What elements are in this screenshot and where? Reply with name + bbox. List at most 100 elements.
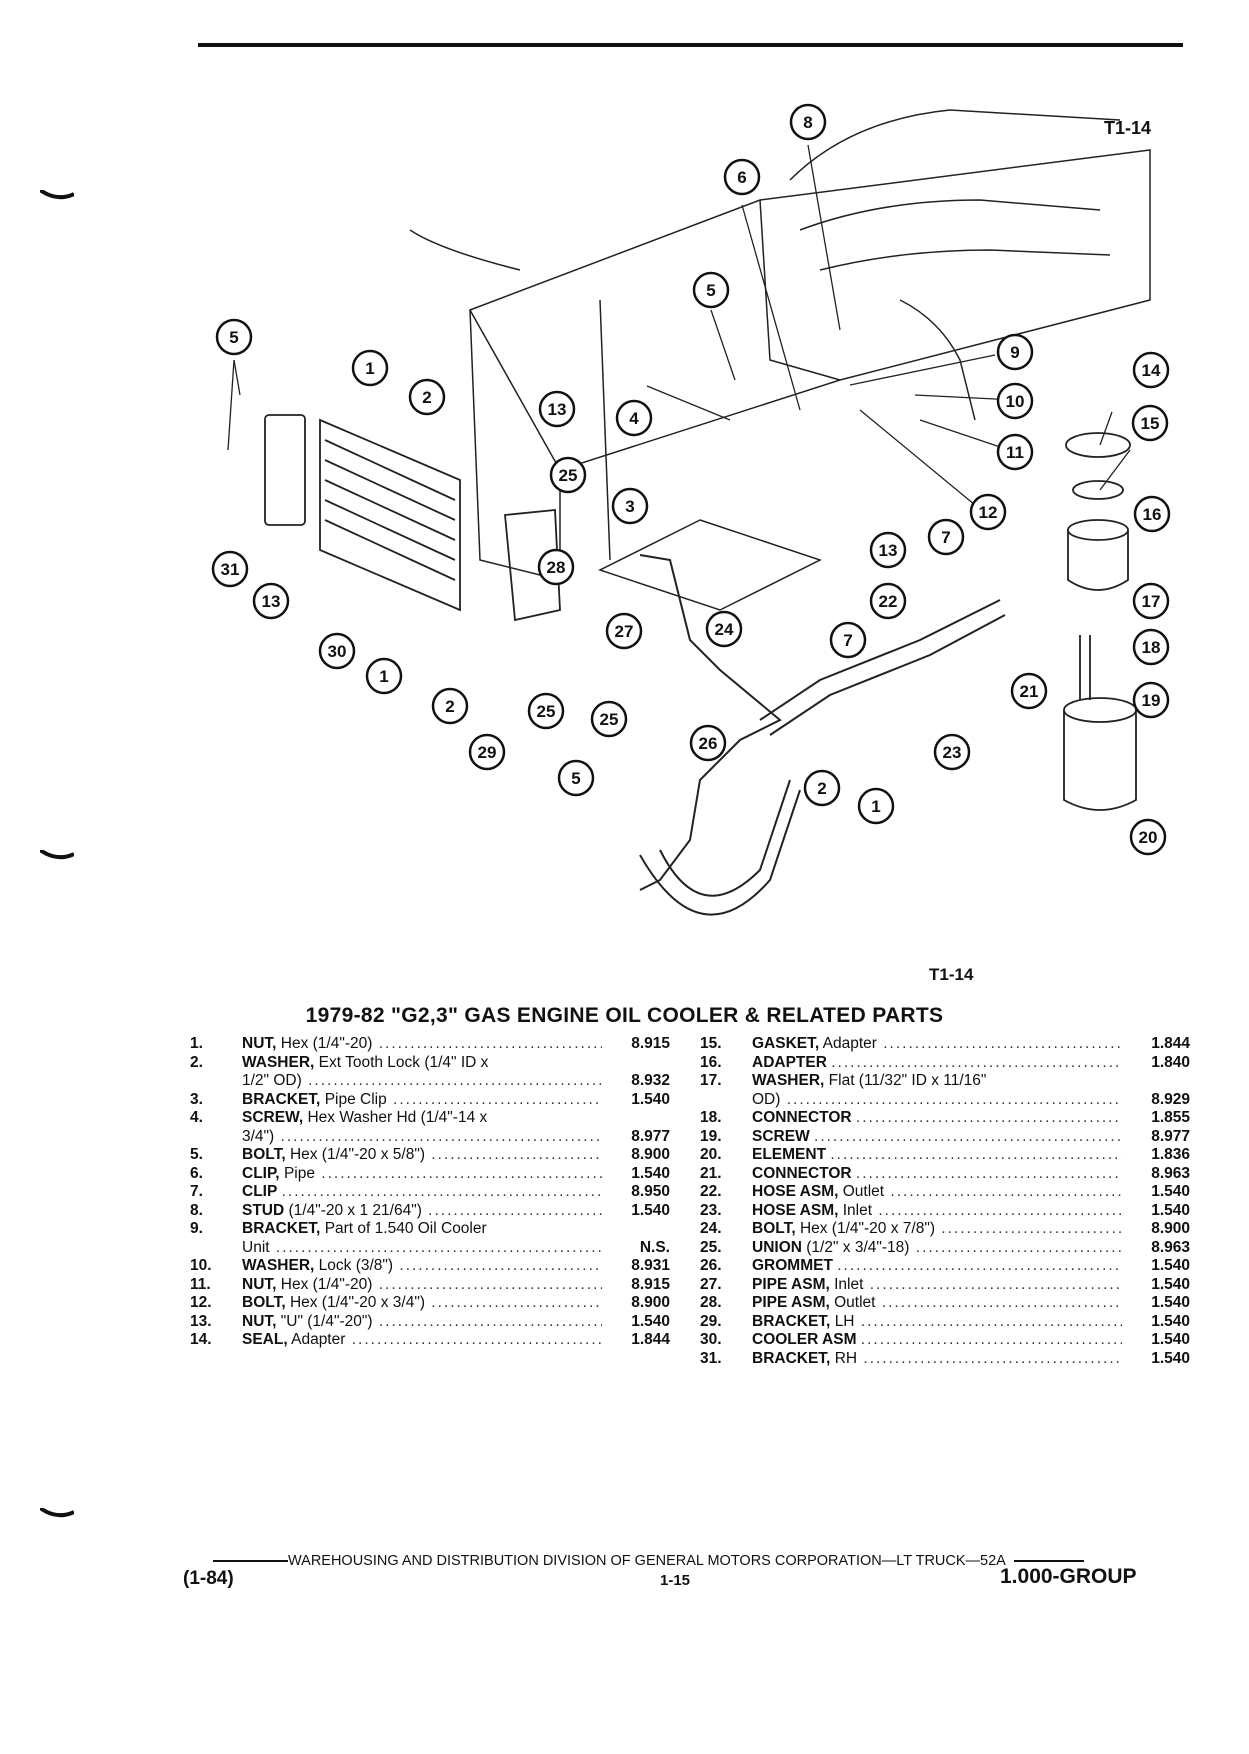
footer-date: (1-84) bbox=[183, 1568, 234, 1589]
part-description: CONNECTOR ..............................… bbox=[752, 1164, 1122, 1182]
part-detail: Hex (1/4"-20 x 5/8") bbox=[289, 1146, 425, 1163]
part-name: SEAL, bbox=[242, 1331, 288, 1348]
part-group-code: 8.900 bbox=[631, 1146, 670, 1163]
callout-number: 19 bbox=[1142, 691, 1161, 710]
part-name: UNION bbox=[752, 1238, 802, 1256]
part-description: OD) ....................................… bbox=[752, 1090, 1122, 1108]
callout-1: 1 bbox=[857, 787, 895, 825]
part-description: Unit ...................................… bbox=[242, 1238, 602, 1256]
callout-number: 5 bbox=[571, 769, 580, 788]
part-detail: Pipe bbox=[283, 1164, 315, 1182]
callout-number: 11 bbox=[1006, 443, 1024, 462]
part-group-code: 8.977 bbox=[1151, 1127, 1190, 1145]
callout-7: 7 bbox=[829, 621, 867, 659]
callout-15: 15 bbox=[1131, 404, 1169, 442]
exploded-parts-diagram: 1112223455567789101112131313141516171819… bbox=[211, 103, 1171, 916]
part-name: HOSE ASM, bbox=[752, 1183, 839, 1200]
callout-number: 1 bbox=[871, 797, 880, 816]
part-detail: Hex (1/4"-20) bbox=[280, 1035, 373, 1052]
callout-5: 5 bbox=[692, 271, 730, 309]
part-group-code: 1.540 bbox=[631, 1201, 670, 1219]
part-name: BRACKET, bbox=[752, 1349, 831, 1367]
part-detail: Adapter bbox=[291, 1331, 346, 1348]
part-row: 3/4") ..................................… bbox=[190, 1128, 670, 1147]
callout-2: 2 bbox=[431, 687, 469, 725]
part-name: GROMMET bbox=[752, 1257, 833, 1274]
part-name: PIPE ASM, bbox=[752, 1275, 830, 1293]
callout-25: 25 bbox=[590, 700, 628, 738]
part-row: 5.BOLT, Hex (1/4"-20 x 5/8") ...........… bbox=[190, 1146, 670, 1165]
part-detail: Unit bbox=[242, 1238, 270, 1256]
callout-17: 17 bbox=[1132, 582, 1170, 620]
part-name: CONNECTOR bbox=[752, 1164, 852, 1182]
callout-13: 13 bbox=[869, 531, 907, 569]
hoses bbox=[639, 554, 1006, 916]
part-group-code: 1.844 bbox=[1151, 1035, 1190, 1052]
footer-group: 1.000-GROUP bbox=[1000, 1565, 1137, 1588]
part-number: 2. bbox=[190, 1053, 203, 1071]
part-group-code: 1.540 bbox=[1151, 1183, 1190, 1200]
callout-10: 10 bbox=[996, 382, 1034, 420]
part-group-code: N.S. bbox=[639, 1238, 670, 1256]
part-number: 21. bbox=[700, 1164, 722, 1182]
part-row: 23.HOSE ASM, Inlet .....................… bbox=[700, 1202, 1190, 1221]
callout-number: 2 bbox=[817, 779, 826, 798]
part-description: SCREW ..................................… bbox=[752, 1127, 1122, 1145]
part-description: GASKET, Adapter ........................… bbox=[752, 1035, 1122, 1052]
part-name: ELEMENT bbox=[752, 1146, 827, 1163]
callout-20: 20 bbox=[1129, 818, 1167, 856]
callout-number: 30 bbox=[328, 642, 347, 661]
part-row: 31.BRACKET, RH .........................… bbox=[700, 1350, 1190, 1369]
callout-1: 1 bbox=[365, 657, 403, 695]
part-group-code: 8.950 bbox=[631, 1183, 670, 1200]
callout-number: 29 bbox=[478, 743, 497, 762]
part-row: 18.CONNECTOR ...........................… bbox=[700, 1109, 1190, 1128]
part-group-code: 8.929 bbox=[1151, 1090, 1190, 1108]
part-description: CLIP, Pipe .............................… bbox=[242, 1164, 602, 1182]
part-description: BOLT, Hex (1/4"-20 x 3/4") .............… bbox=[242, 1294, 602, 1311]
callout-28: 28 bbox=[537, 548, 575, 586]
part-row: 1.NUT, Hex (1/4"-20) ...................… bbox=[190, 1035, 670, 1054]
part-row: 13.NUT, "U" (1/4"-20") .................… bbox=[190, 1313, 670, 1332]
part-detail: Part of 1.540 Oil Cooler bbox=[324, 1220, 487, 1237]
part-name: SCREW bbox=[752, 1127, 810, 1145]
oil-cooler bbox=[264, 414, 561, 622]
part-number: 3. bbox=[190, 1090, 203, 1108]
callout-number: 25 bbox=[559, 466, 578, 485]
part-group-code: 8.900 bbox=[631, 1294, 670, 1311]
callout-19: 19 bbox=[1132, 681, 1170, 719]
callout-21: 21 bbox=[1010, 672, 1048, 710]
part-number: 17. bbox=[700, 1072, 722, 1089]
part-name: NUT, bbox=[242, 1035, 277, 1052]
engine-outline bbox=[409, 109, 1151, 611]
part-description: STUD (1/4"-20 x 1 21/64") ..............… bbox=[242, 1201, 602, 1219]
part-number: 24. bbox=[700, 1220, 722, 1237]
part-detail: Hex Washer Hd (1/4"-14 x bbox=[307, 1109, 488, 1126]
part-description: BRACKET, RH ............................… bbox=[752, 1349, 1122, 1367]
part-row: 24.BOLT, Hex (1/4"-20 x 7/8") ..........… bbox=[700, 1220, 1190, 1239]
part-number: 28. bbox=[700, 1294, 722, 1311]
part-description: WASHER, Lock (3/8") ....................… bbox=[242, 1257, 602, 1274]
binder-hole-mark bbox=[40, 190, 74, 200]
part-name: HOSE ASM, bbox=[752, 1201, 839, 1219]
part-description: SCREW, Hex Washer Hd (1/4"-14 x bbox=[242, 1109, 602, 1128]
part-group-code: 1.840 bbox=[1151, 1053, 1190, 1071]
callout-number: 18 bbox=[1142, 638, 1161, 657]
part-name: CLIP bbox=[242, 1183, 278, 1200]
part-group-code: 1.540 bbox=[631, 1090, 670, 1108]
callout-25: 25 bbox=[527, 692, 565, 730]
part-detail: Adapter bbox=[822, 1035, 877, 1052]
part-group-code: 1.855 bbox=[1151, 1109, 1190, 1126]
part-group-code: 8.915 bbox=[631, 1035, 670, 1052]
part-name: BRACKET, bbox=[752, 1312, 831, 1330]
part-group-code: 1.540 bbox=[1151, 1275, 1190, 1293]
part-description: ADAPTER ................................… bbox=[752, 1053, 1122, 1071]
callout-number: 14 bbox=[1142, 361, 1161, 380]
callout-6: 6 bbox=[723, 158, 761, 196]
part-number: 26. bbox=[700, 1257, 722, 1274]
part-detail: Hex (1/4"-20) bbox=[280, 1275, 373, 1293]
callout-4: 4 bbox=[615, 399, 653, 437]
callout-16: 16 bbox=[1133, 495, 1171, 533]
callout-7: 7 bbox=[927, 518, 965, 556]
binder-hole-mark bbox=[40, 1508, 74, 1518]
